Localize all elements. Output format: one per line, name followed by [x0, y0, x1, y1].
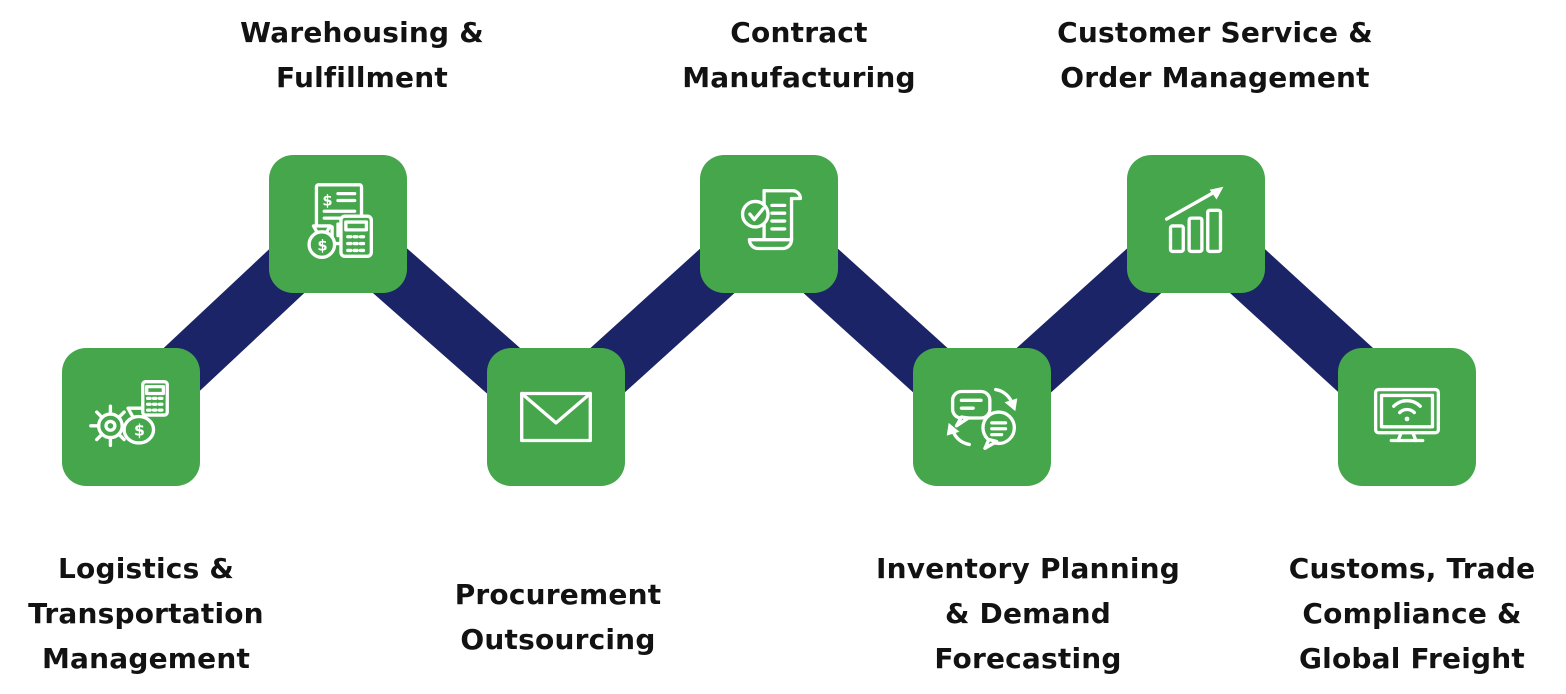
node-tile-logistics: $ — [62, 348, 200, 486]
node-tile-procurement — [487, 348, 625, 486]
gear-moneybag-calculator-icon: $ — [89, 380, 169, 448]
node-tile-warehousing: $ $ — [269, 155, 407, 293]
label-contract: Contract Manufacturing — [682, 16, 916, 94]
svg-text:$: $ — [322, 192, 332, 209]
invoice-moneybag-calculator-icon: $ $ — [307, 183, 373, 259]
node-tile-inventory — [913, 348, 1051, 486]
growth-bar-chart-icon — [1164, 186, 1224, 254]
label-inventory: Inventory Planning & Demand Forecasting — [875, 552, 1180, 675]
svg-text:$: $ — [317, 237, 327, 254]
monitor-wifi-icon — [1373, 387, 1441, 443]
chat-bubbles-sync-icon — [946, 387, 1018, 451]
label-customer-service: Customer Service & Order Management — [1057, 16, 1373, 94]
contract-scroll-check-icon — [740, 189, 803, 251]
svg-text:$: $ — [134, 421, 145, 440]
node-tile-customs — [1338, 348, 1476, 486]
label-warehousing: Warehousing & Fulfillment — [240, 16, 484, 94]
label-procurement: Procurement Outsourcing — [454, 578, 662, 656]
envelope-icon — [520, 391, 592, 443]
label-customs: Customs, Trade Compliance & Global Freig… — [1288, 552, 1536, 675]
label-logistics: Logistics & Transportation Management — [28, 552, 264, 675]
node-tile-contract — [700, 155, 838, 293]
node-tile-customer-service — [1127, 155, 1265, 293]
